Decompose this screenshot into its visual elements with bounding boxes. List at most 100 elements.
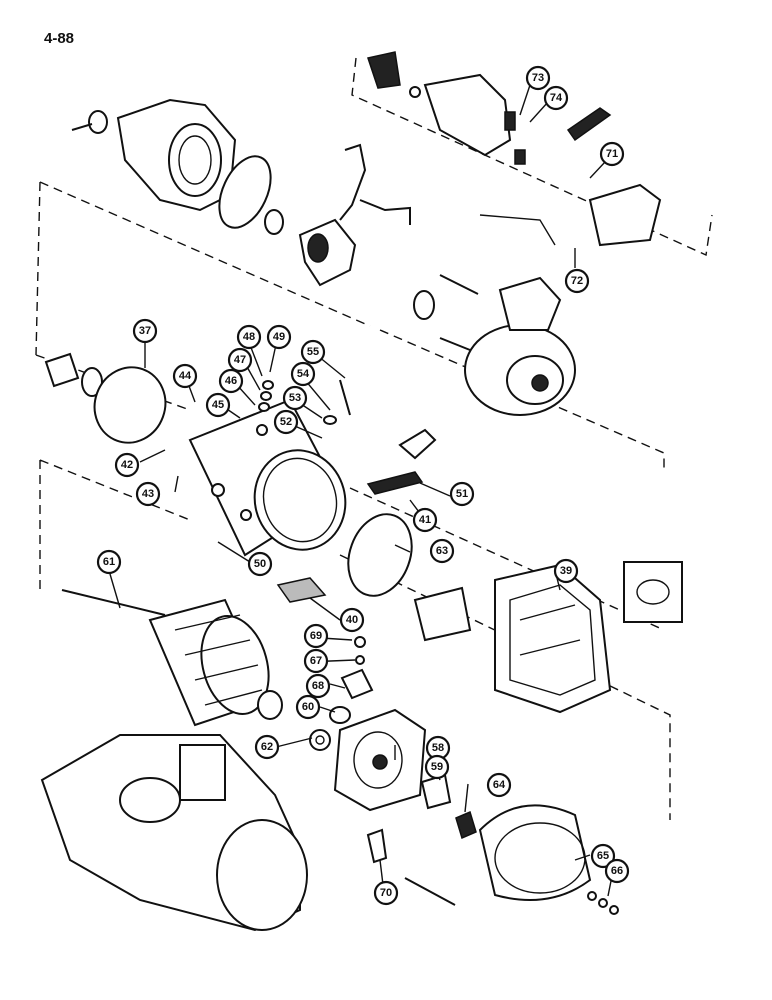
callout-73: 73 — [525, 65, 551, 91]
inset-washer — [636, 579, 670, 605]
callout-37: 37 — [132, 318, 158, 344]
svg-text:44: 44 — [179, 370, 192, 382]
svg-text:47: 47 — [234, 354, 246, 366]
pole-shoe-insulator — [276, 577, 327, 603]
callout-72: 72 — [564, 268, 590, 294]
callout-43: 43 — [135, 481, 161, 507]
svg-text:69: 69 — [310, 630, 322, 642]
svg-text:66: 66 — [611, 865, 623, 877]
callout-63: 63 — [429, 538, 455, 564]
svg-text:53: 53 — [289, 392, 301, 404]
brush — [340, 668, 374, 700]
svg-text:67: 67 — [310, 655, 322, 667]
svg-text:37: 37 — [139, 325, 151, 337]
svg-text:73: 73 — [532, 72, 544, 84]
thrust-washer — [309, 729, 331, 751]
commutator-end-frame — [464, 276, 576, 416]
page-number: 4-88 — [44, 30, 75, 47]
armature — [61, 589, 283, 727]
stud-washers — [258, 380, 337, 425]
callout-44: 44 — [172, 363, 198, 389]
brush-holder — [333, 708, 427, 812]
frame-o-ring — [93, 366, 167, 444]
inset-box — [623, 561, 683, 623]
through-bolt — [404, 877, 456, 906]
svg-text:71: 71 — [606, 148, 618, 160]
callout-68: 68 — [305, 673, 331, 699]
drive-housing — [71, 98, 237, 212]
assembled-starter — [40, 734, 308, 932]
brush-lead — [366, 828, 388, 864]
svg-text:55: 55 — [307, 346, 319, 358]
svg-text:52: 52 — [280, 416, 292, 428]
callout-52: 52 — [273, 409, 299, 435]
end-frame-bolt — [439, 274, 479, 295]
callout-47: 47 — [227, 347, 253, 373]
svg-text:60: 60 — [302, 701, 314, 713]
svg-text:59: 59 — [431, 761, 443, 773]
field-frame — [188, 398, 347, 557]
drive-pinion — [264, 209, 357, 287]
callout-45: 45 — [205, 392, 231, 418]
callout-71: 71 — [599, 141, 625, 167]
brush-screw — [354, 636, 366, 648]
terminal-cover — [588, 183, 662, 247]
callout-65: 65 — [590, 843, 616, 869]
end-cover — [478, 804, 592, 901]
plug — [455, 810, 477, 840]
callout-49: 49 — [266, 324, 292, 350]
callout-60: 60 — [295, 694, 321, 720]
svg-text:72: 72 — [571, 275, 583, 287]
callout-54: 54 — [290, 361, 316, 387]
callout-51: 51 — [449, 481, 475, 507]
svg-text:63: 63 — [436, 545, 448, 557]
brush-lockwasher — [355, 655, 365, 665]
svg-text:45: 45 — [212, 399, 224, 411]
svg-text:50: 50 — [254, 558, 266, 570]
svg-text:41: 41 — [419, 514, 431, 526]
svg-text:42: 42 — [121, 459, 133, 471]
svg-text:46: 46 — [225, 375, 237, 387]
end-frame-washer — [413, 290, 435, 320]
svg-text:49: 49 — [273, 331, 285, 343]
callout-67: 67 — [303, 648, 329, 674]
svg-text:43: 43 — [142, 488, 154, 500]
brush-spring — [329, 706, 351, 724]
svg-text:62: 62 — [261, 741, 273, 753]
field-insulator — [366, 471, 424, 495]
callout-55: 55 — [300, 339, 326, 365]
terminal-stud — [339, 379, 351, 416]
shift-lever — [339, 143, 411, 225]
callout-66: 66 — [604, 858, 630, 884]
callout-70: 70 — [373, 880, 399, 906]
svg-text:65: 65 — [597, 850, 609, 862]
svg-text:39: 39 — [560, 565, 572, 577]
solenoid-group-outline — [351, 57, 713, 257]
svg-text:51: 51 — [456, 488, 468, 500]
callout-48: 48 — [236, 324, 262, 350]
svg-text:64: 64 — [493, 779, 506, 791]
housing-o-ring — [218, 155, 272, 229]
callout-42: 42 — [114, 452, 140, 478]
svg-text:54: 54 — [297, 368, 310, 380]
callout-53: 53 — [282, 385, 308, 411]
svg-text:70: 70 — [380, 887, 392, 899]
bushing — [44, 352, 80, 388]
callout-50: 50 — [247, 551, 273, 577]
callout-59: 59 — [424, 754, 450, 780]
callout-40: 40 — [339, 607, 365, 633]
svg-text:40: 40 — [346, 614, 358, 626]
bearing-sleeve — [420, 773, 452, 810]
callout-61: 61 — [96, 549, 122, 575]
callout-74: 74 — [543, 85, 569, 111]
svg-text:58: 58 — [432, 742, 444, 754]
callout-64: 64 — [486, 772, 512, 798]
svg-text:61: 61 — [103, 556, 115, 568]
callout-69: 69 — [303, 623, 329, 649]
field-coil-shim — [413, 586, 472, 642]
field-coil-assembly — [494, 563, 612, 714]
field-frame-o-ring — [347, 513, 413, 597]
callout-39: 39 — [553, 558, 579, 584]
